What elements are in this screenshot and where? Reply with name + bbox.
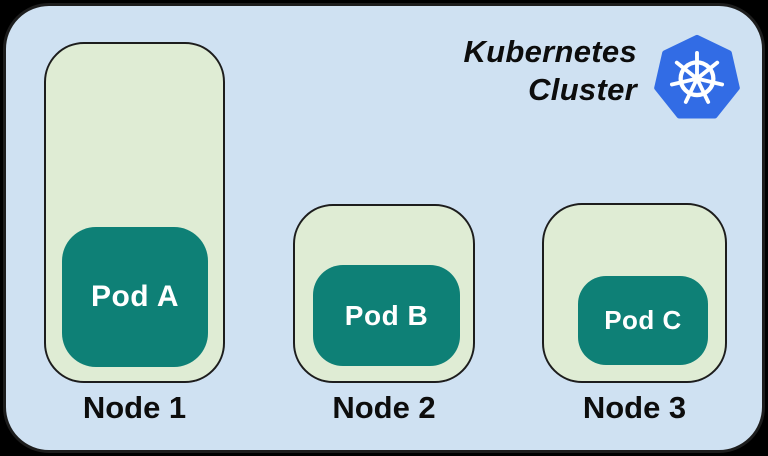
- pod-a: Pod A: [62, 227, 208, 367]
- pod-b: Pod B: [313, 265, 460, 366]
- cluster-title-line1: Kubernetes: [463, 34, 637, 69]
- kubernetes-logo-icon: [654, 34, 740, 119]
- node-3: Pod C: [542, 203, 727, 383]
- pod-c: Pod C: [578, 276, 708, 365]
- node-1: Pod A: [44, 42, 225, 383]
- node-3-label: Node 3: [582, 390, 687, 425]
- node-2: Pod B: [293, 204, 475, 383]
- node-1-label: Node 1: [82, 390, 187, 425]
- node-2-label: Node 2: [332, 390, 436, 425]
- cluster-title: Kubernetes Cluster: [463, 33, 637, 109]
- cluster-title-line2: Cluster: [528, 72, 637, 107]
